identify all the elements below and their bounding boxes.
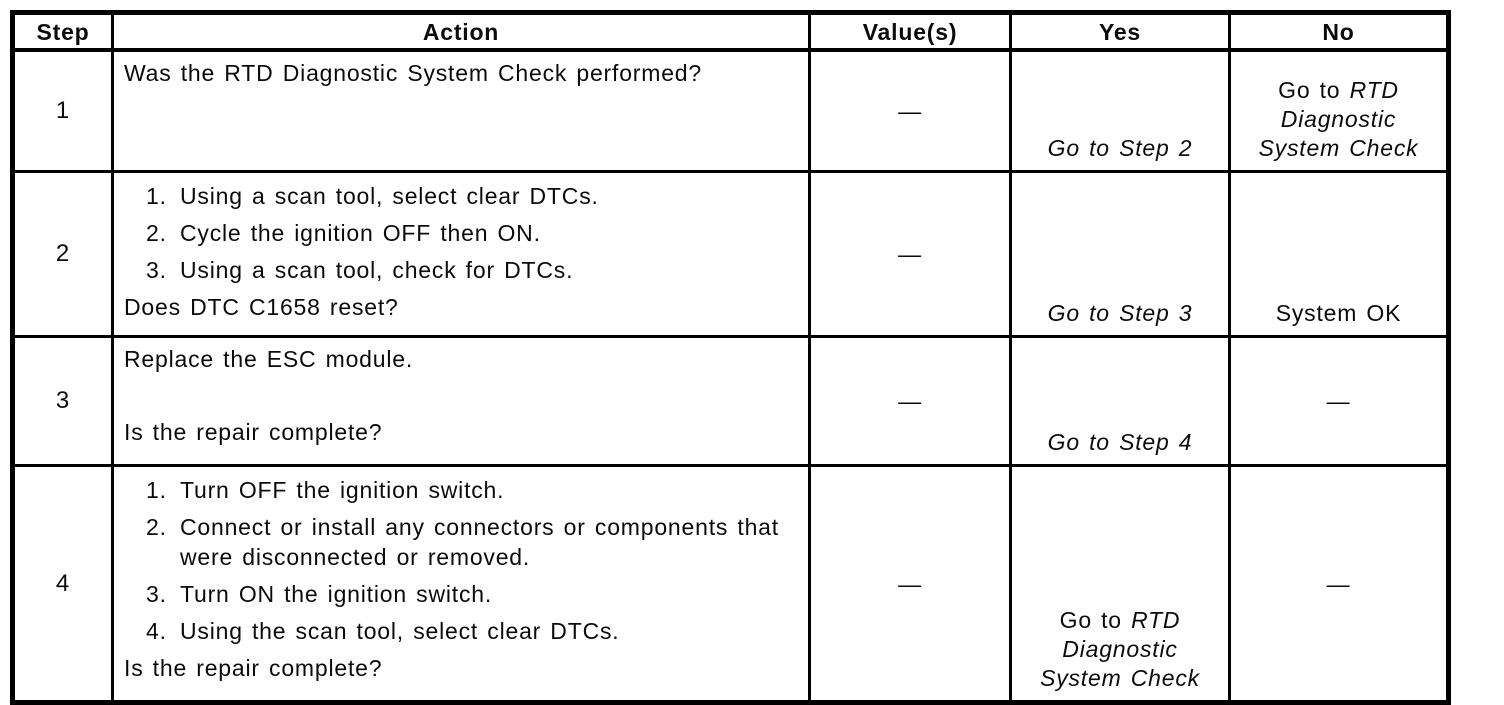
- action-step-item: Using a scan tool, check for DTCs.: [176, 255, 802, 285]
- action-cell: Was the RTD Diagnostic System Check perf…: [111, 48, 811, 173]
- diagnostic-step-table: Step Action Value(s) Yes No 1 Was the RT…: [10, 10, 1451, 705]
- table-row-step-4: 4 Turn OFF the ignition switch. Connect …: [11, 464, 1450, 704]
- values-cell: —: [808, 335, 1012, 467]
- yes-cell: Go to Step 3: [1009, 170, 1231, 338]
- table-row-step-3: 3 Replace the ESC module. Is the repair …: [11, 335, 1450, 467]
- action-step-item: Using a scan tool, select clear DTCs.: [176, 181, 802, 211]
- action-step-item: Using the scan tool, select clear DTCs.: [176, 616, 802, 646]
- no-cell: —: [1228, 464, 1450, 704]
- values-cell: —: [808, 48, 1012, 173]
- action-instruction-text: Replace the ESC module.: [124, 346, 414, 372]
- action-question-text: Is the repair complete?: [124, 419, 383, 445]
- action-step-list: Using a scan tool, select clear DTCs. Cy…: [124, 181, 802, 292]
- step-number: 4: [11, 464, 114, 704]
- result-text: —: [1326, 388, 1351, 414]
- goto-prefix-text: Go to: [1059, 607, 1132, 633]
- yes-cell: Go to Step 2: [1009, 48, 1231, 173]
- yes-cell: Go to RTD Diagnostic System Check: [1009, 464, 1231, 704]
- yes-cell: Go to Step 4: [1009, 335, 1231, 467]
- goto-ref-text: RTD Diagnostic System Check: [1258, 77, 1419, 161]
- no-cell: —: [1228, 335, 1450, 467]
- values-cell: —: [808, 170, 1012, 338]
- result-text: —: [1326, 570, 1351, 597]
- action-step-item: Turn ON the ignition switch.: [176, 579, 802, 609]
- action-question-text: Does DTC C1658 reset?: [124, 294, 399, 320]
- action-cell: Using a scan tool, select clear DTCs. Cy…: [111, 170, 811, 338]
- goto-step-text: Go to Step 4: [1047, 429, 1193, 455]
- goto-prefix-text: Go to: [1278, 77, 1350, 103]
- col-header-step: Step: [11, 11, 114, 52]
- step-number: 3: [11, 335, 114, 467]
- step-number: 2: [11, 170, 114, 338]
- values-cell: —: [808, 464, 1012, 704]
- action-step-item: Connect or install any connectors or com…: [176, 512, 802, 572]
- table-row-step-2: 2 Using a scan tool, select clear DTCs. …: [11, 170, 1450, 338]
- action-cell: Turn OFF the ignition switch. Connect or…: [111, 464, 811, 704]
- col-header-values: Value(s): [808, 11, 1012, 52]
- action-step-item: Cycle the ignition OFF then ON.: [176, 218, 802, 248]
- table-row-step-1: 1 Was the RTD Diagnostic System Check pe…: [11, 48, 1450, 173]
- header-row: Step Action Value(s) Yes No: [11, 11, 1450, 52]
- goto-step-text: Go to Step 2: [1047, 135, 1193, 161]
- action-step-list: Turn OFF the ignition switch. Connect or…: [124, 475, 802, 653]
- no-cell: System OK: [1228, 170, 1450, 338]
- goto-step-text: Go to Step 3: [1047, 300, 1193, 326]
- action-question-text: Was the RTD Diagnostic System Check perf…: [124, 60, 702, 86]
- no-cell: Go to RTD Diagnostic System Check: [1228, 48, 1450, 173]
- result-text: System OK: [1275, 300, 1402, 326]
- action-step-item: Turn OFF the ignition switch.: [176, 475, 802, 505]
- col-header-action: Action: [111, 11, 811, 52]
- action-question-text: Is the repair complete?: [124, 655, 383, 681]
- action-cell: Replace the ESC module. Is the repair co…: [111, 335, 811, 467]
- col-header-yes: Yes: [1009, 11, 1231, 52]
- col-header-no: No: [1228, 11, 1450, 52]
- step-number: 1: [11, 48, 114, 173]
